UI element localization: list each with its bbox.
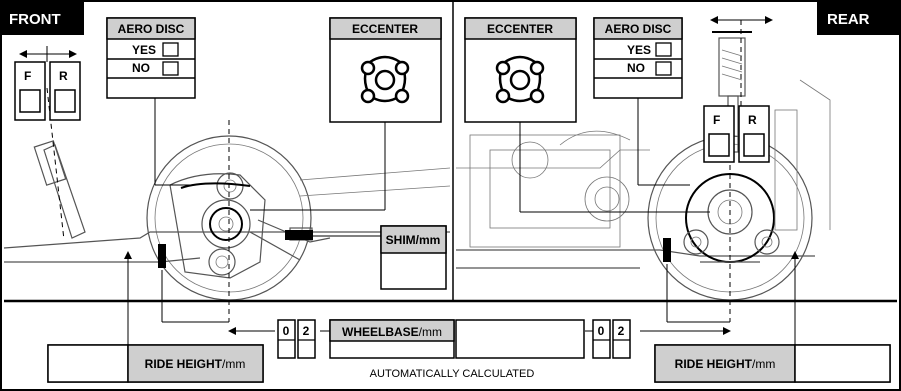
wheelbase-rear-digit-0: 0 [598,324,605,338]
front-eccenter-panel: ECCENTER [250,17,442,211]
front-toe-f-field[interactable] [19,89,41,113]
front-shim-field[interactable] [386,257,441,285]
front-ride-height-label: RIDE HEIGHT [145,357,223,371]
rear-aero-no-checkbox[interactable] [655,61,672,76]
svg-text:WHEELBASE/mm: WHEELBASE/mm [342,325,442,339]
front-aero-yes-label: YES [132,43,156,57]
rear-toe-group: F R [703,16,773,163]
auto-calculated-note: AUTOMATICALLY CALCULATED [370,368,535,380]
rear-eccenter-title: ECCENTER [487,22,553,36]
wheelbase-front-digit-1: 2 [303,324,310,338]
rear-toe-r-label: R [748,113,757,127]
rear-toe-r-field[interactable] [743,133,765,157]
measurement-leaders [124,251,799,345]
front-eccenter-title: ECCENTER [352,22,418,36]
rear-header: REAR [817,2,899,35]
front-toe-group: F R [14,46,81,121]
front-toe-r-label: R [59,69,68,83]
wheelbase-front-digit-0: 0 [283,324,290,338]
rear-aero-yes-checkbox[interactable] [655,42,672,57]
rear-ride-height-label: RIDE HEIGHT [675,357,753,371]
rear-toe-f-label: F [713,113,720,127]
rear-ride-height-panel: RIDE HEIGHT/mm [654,344,891,383]
wheelbase-label: WHEELBASE [342,325,419,339]
front-ride-height-marker [158,244,166,268]
front-aero-disc-panel: AERO DISC YES NO [106,17,196,186]
front-aero-disc-title: AERO DISC [118,22,185,36]
wheelbase-row: 0 2 WHEELBASE/mm 0 2 [228,319,731,359]
svg-text:RIDE HEIGHT/mm: RIDE HEIGHT/mm [675,357,776,371]
front-title: FRONT [9,11,61,28]
front-toe-f-label: F [24,69,31,83]
rear-aero-yes-label: YES [627,43,651,57]
front-ride-height-field[interactable] [47,344,129,383]
front-header: FRONT [2,2,84,35]
svg-text:RIDE HEIGHT/mm: RIDE HEIGHT/mm [145,357,246,371]
front-eccenter-icon[interactable] [360,55,410,104]
front-ride-height-unit: /mm [222,357,245,371]
rear-aero-disc-panel: AERO DISC YES NO [593,17,690,186]
rear-aero-disc-title: AERO DISC [605,22,672,36]
front-shim-panel: SHIM/mm [285,225,447,290]
rear-eccenter-panel: ECCENTER [464,17,710,213]
wheelbase-rear-digit-1: 2 [618,324,625,338]
front-aero-no-checkbox[interactable] [162,61,179,76]
front-shim-label: SHIM/mm [386,233,441,247]
front-ride-height-panel: RIDE HEIGHT/mm [47,344,264,383]
rear-ride-height-marker [663,238,671,262]
rear-aero-no-label: NO [627,61,645,75]
wheelbase-field[interactable] [455,319,585,359]
rear-title: REAR [827,11,870,28]
rear-eccenter-icon[interactable] [495,55,545,104]
front-toe-r-field[interactable] [54,89,76,113]
front-aero-no-label: NO [132,61,150,75]
rear-ride-height-field[interactable] [794,344,891,383]
rear-ride-height-unit: /mm [752,357,775,371]
rear-toe-f-field[interactable] [708,133,730,157]
front-aero-yes-checkbox[interactable] [162,42,179,57]
wheelbase-unit: /mm [419,325,442,339]
